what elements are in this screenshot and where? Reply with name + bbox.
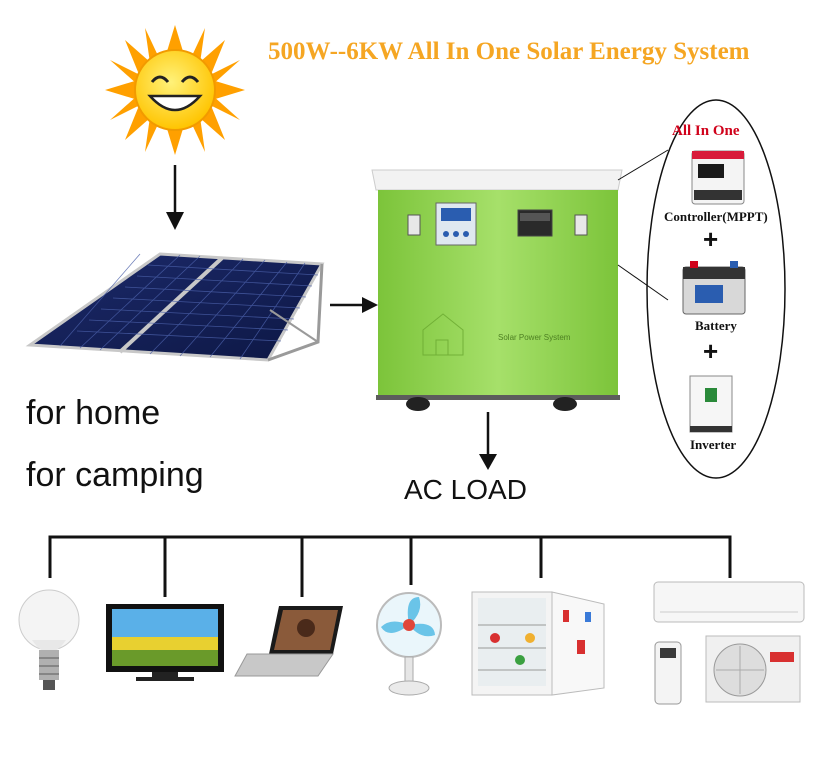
arrow-sun-to-panel (166, 165, 184, 230)
sun-icon (105, 25, 245, 155)
page-title: 500W--6KW All In One Solar Energy System (268, 38, 750, 65)
arrow-panel-to-unit (330, 297, 378, 313)
ac-load-label: AC LOAD (404, 474, 527, 505)
all-in-one-heading: All In One (672, 123, 740, 139)
battery-label: Battery (695, 318, 737, 333)
solar-panel-icon (25, 252, 325, 362)
arrow-unit-to-load (479, 412, 497, 470)
air-conditioner-icon (653, 581, 805, 705)
laptop-icon (234, 606, 343, 677)
plus-sign-2: + (703, 336, 719, 366)
light-bulb-icon (18, 589, 80, 690)
inverter-icon (689, 375, 733, 433)
use-home-label: for home (26, 394, 161, 432)
battery-icon (682, 261, 746, 315)
plus-sign-1: + (703, 224, 719, 254)
tv-icon (106, 604, 224, 681)
solar-power-unit: Solar Power System (371, 169, 623, 411)
use-camping-label: for camping (26, 456, 204, 494)
unit-label: Solar Power System (498, 333, 571, 342)
fan-icon (376, 592, 442, 696)
refrigerator-icon (471, 591, 605, 696)
mppt-controller-icon (691, 150, 745, 205)
all-in-one-oval (646, 99, 786, 479)
load-wiring (48, 535, 732, 597)
inverter-label: Inverter (690, 437, 737, 452)
controller-label: Controller(MPPT) (664, 209, 768, 224)
